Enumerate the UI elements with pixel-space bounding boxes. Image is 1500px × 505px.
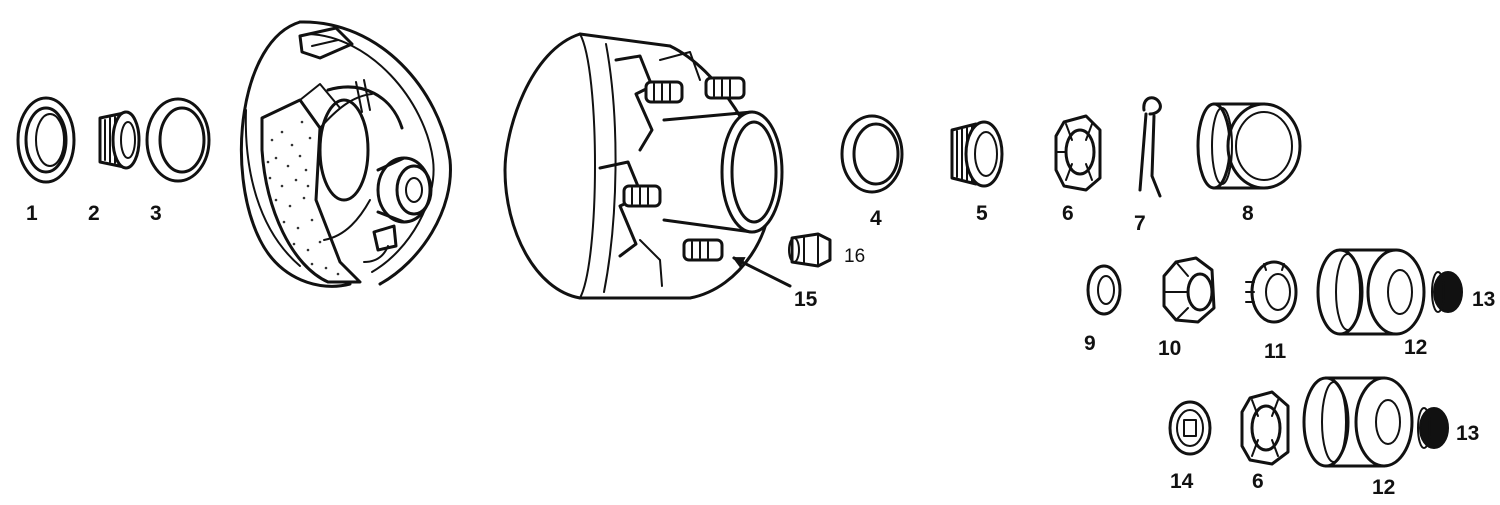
part-16-lug-nut (788, 232, 832, 268)
part-11-retainer (1245, 260, 1298, 324)
part-12-grease-cap-upper (1316, 248, 1426, 336)
label-part-12: 12 (1404, 336, 1427, 359)
wheel-stud (644, 80, 684, 104)
part-6-castle-nut-lower (1240, 390, 1290, 466)
label-part-7: 7 (1134, 212, 1146, 235)
part-7-cotter-pin (1138, 96, 1162, 198)
part-labels: 1 2 3 4 5 6 7 8 9 10 11 12 13 14 6 12 13… (26, 202, 1495, 499)
label-part-1: 1 (26, 202, 38, 225)
label-part-4: 4 (870, 207, 882, 230)
label-part-6-lower: 6 (1252, 470, 1264, 493)
part-5-outer-bearing (950, 120, 1004, 188)
part-13-rubber-plug-upper (1431, 271, 1463, 313)
hub-drum (503, 32, 784, 300)
label-part-15: 15 (794, 288, 818, 311)
part-13-rubber-plug-lower (1417, 407, 1449, 449)
brake-backing-plate-assembly (239, 20, 452, 288)
label-part-9: 9 (1084, 332, 1096, 355)
label-part-13-lower: 13 (1456, 422, 1479, 445)
part-9-washer (1086, 264, 1122, 316)
label-part-3: 3 (150, 202, 162, 225)
part-4-race (840, 114, 904, 194)
part-8-dust-cap (1196, 102, 1302, 190)
label-part-13: 13 (1472, 288, 1495, 311)
label-part-5: 5 (976, 202, 988, 225)
part-14-seal (1168, 400, 1212, 456)
arrow-15 (732, 256, 792, 288)
label-part-2: 2 (88, 202, 100, 225)
label-part-16: 16 (844, 246, 865, 267)
wheel-stud (704, 76, 746, 100)
wheel-stud (682, 238, 724, 262)
part-2-inner-bearing (98, 110, 141, 170)
lining-texture (266, 120, 340, 276)
label-part-12-lower: 12 (1372, 476, 1395, 499)
label-part-11: 11 (1264, 340, 1287, 363)
label-part-8: 8 (1242, 202, 1254, 225)
part-1-outer-race (16, 96, 76, 184)
label-part-10: 10 (1158, 337, 1181, 360)
wheel-stud (622, 184, 662, 208)
label-part-6: 6 (1062, 202, 1074, 225)
part-3-bearing-race (145, 97, 211, 183)
part-6-castle-nut (1054, 114, 1102, 192)
label-part-14: 14 (1170, 470, 1194, 493)
part-10-hex-nut (1162, 256, 1216, 324)
part-12-grease-cap-lower (1302, 376, 1414, 468)
